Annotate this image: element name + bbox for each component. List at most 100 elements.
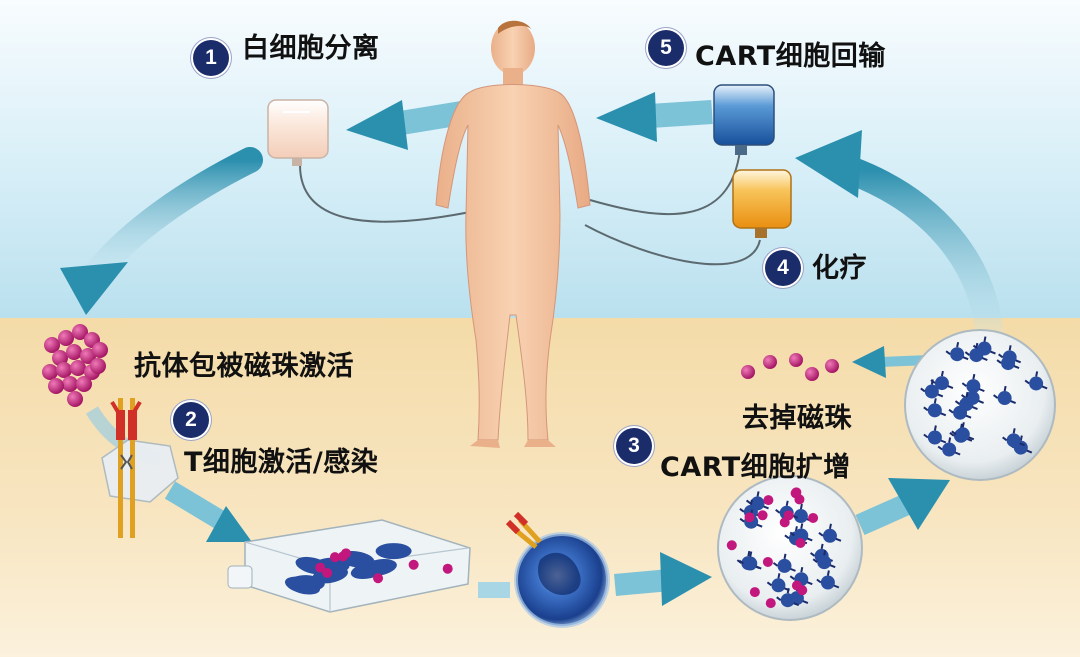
t-cell [934, 376, 949, 391]
bead [757, 510, 768, 521]
bead [72, 324, 88, 340]
bead [789, 353, 803, 367]
t-cell [780, 593, 795, 608]
bead [48, 378, 64, 394]
t-cell [1006, 433, 1021, 448]
bead [408, 559, 419, 570]
t-cell-receptor [964, 342, 988, 362]
t-cell [777, 558, 792, 573]
t-cell [284, 576, 321, 595]
tube-right-orange [584, 224, 761, 266]
t-cell-receptor [945, 341, 969, 361]
culture-dish-upper [904, 329, 1056, 481]
bead [315, 562, 326, 573]
removed-beads [741, 353, 839, 381]
bead [42, 364, 58, 380]
bead [763, 355, 777, 369]
t-cell-receptor [923, 398, 947, 417]
bead [92, 342, 108, 358]
t-cell-receptor [920, 379, 944, 398]
step-1-badge: 1 [193, 40, 229, 76]
t-cell-receptor [816, 570, 840, 589]
t-cell-receptor [745, 491, 769, 510]
bead [825, 359, 839, 373]
bead [779, 517, 790, 528]
t-cell-receptor [789, 523, 813, 542]
bead [763, 495, 774, 506]
arrow-to-flask [164, 481, 252, 542]
bead [341, 548, 352, 559]
t-cell [927, 430, 942, 445]
t-cell [950, 347, 965, 362]
bead [791, 487, 802, 498]
iv-bag-blue [713, 84, 775, 155]
bead [373, 573, 384, 584]
bead [795, 538, 806, 549]
bead [765, 598, 776, 609]
bead [56, 362, 72, 378]
t-cell-receptor [923, 425, 947, 444]
arrow-right-up [795, 130, 1004, 342]
culture-dish-expansion [717, 475, 863, 621]
bead [76, 376, 92, 392]
t-cell-receptor [993, 385, 1017, 404]
t-cell [942, 442, 957, 457]
human-figure [435, 20, 591, 448]
t-cell-receptor [951, 422, 975, 441]
t-cell-receptor [1024, 371, 1048, 390]
bead [70, 360, 86, 376]
t-cell [927, 403, 942, 418]
bead [762, 556, 773, 567]
t-cell-receptor [772, 553, 796, 572]
bead [80, 348, 96, 364]
car-t-cell [505, 511, 610, 628]
bead [741, 365, 755, 379]
bead [726, 540, 737, 551]
t-cell [969, 348, 984, 363]
bead [808, 512, 819, 523]
t-cell [955, 427, 970, 442]
t-cell-receptor [1002, 428, 1026, 447]
bead [744, 512, 755, 523]
step-3-label: CART细胞扩增 [660, 452, 851, 483]
step-4-label: 化疗 [812, 253, 867, 284]
arrow-bag-to-left [60, 147, 263, 315]
bead [44, 337, 60, 353]
bead [90, 358, 106, 374]
t-cell [771, 578, 786, 593]
iv-bag-orange [732, 169, 792, 238]
bead [66, 344, 82, 360]
step-5-badge: 5 [648, 30, 684, 66]
bead [322, 567, 333, 578]
step-4-badge: 4 [765, 250, 801, 286]
remove-beads-label: 去掉磁珠 [742, 403, 852, 434]
t-cell-receptor [776, 588, 800, 607]
t-cell [743, 556, 758, 571]
step-1-label: 白细胞分离 [242, 33, 380, 64]
t-cell-receptor [812, 549, 836, 569]
t-cell [822, 528, 837, 543]
t-cell [959, 397, 974, 412]
t-cell-receptor [954, 391, 978, 410]
step-2-badge: 2 [173, 402, 209, 438]
iv-bag-pink [267, 99, 329, 166]
t-cell [820, 575, 835, 590]
t-cell [997, 391, 1012, 406]
t-cell [1002, 350, 1017, 365]
t-cell [817, 555, 832, 570]
step-3-badge: 3 [616, 428, 652, 464]
tube-left [299, 164, 481, 223]
bead [791, 580, 802, 591]
bead [62, 376, 78, 392]
antigen-receptor-complex [85, 398, 179, 538]
arrow-dish-to-dish2 [855, 478, 950, 536]
culture-flask [227, 519, 471, 613]
arrow-bag5-to-body [596, 92, 713, 142]
t-cell [924, 384, 939, 399]
arrow-cell-to-dish [614, 552, 712, 606]
t-cell [361, 559, 397, 576]
t-cell-receptor [789, 567, 813, 586]
bead [329, 552, 340, 563]
bead-cluster [42, 324, 108, 394]
